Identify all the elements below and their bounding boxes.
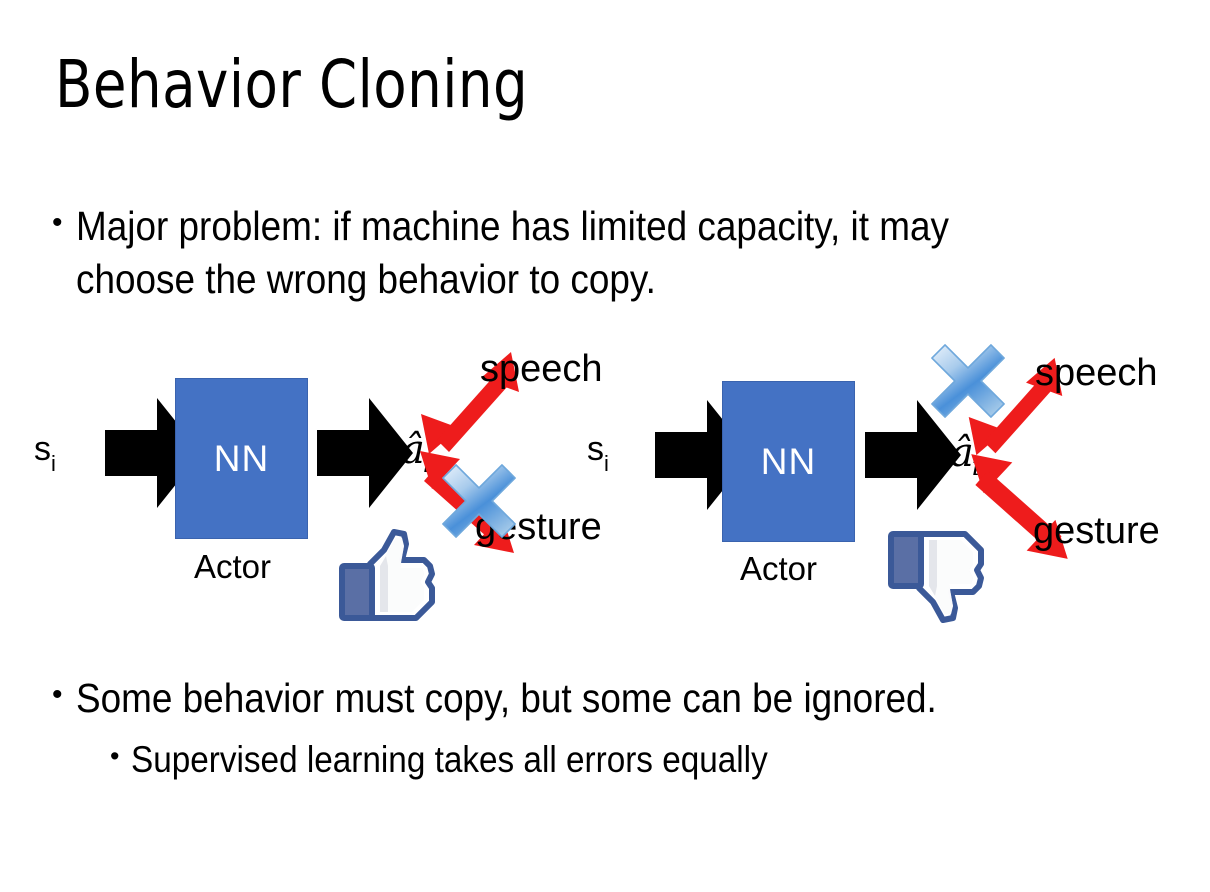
diagram-negative-case: si NN Actor â i speech <box>565 330 1185 640</box>
nn-box-right: NN <box>722 381 855 542</box>
input-state-subscript: i <box>604 450 609 476</box>
bullet-dot-icon: • <box>110 741 120 771</box>
thumbs-up-icon <box>339 529 435 621</box>
input-state-symbol: s <box>34 430 51 468</box>
nn-box-label: NN <box>213 438 270 479</box>
diagram-positive-case: si NN Actor âi speech <box>20 330 620 640</box>
input-state-symbol: s <box>587 430 604 468</box>
bullet-major-problem: • Major problem: if machine has limited … <box>52 200 1142 306</box>
branch-label-gesture-right: gesture <box>1033 510 1160 552</box>
thumbs-down-icon <box>888 531 984 623</box>
bullet-dot-icon: • <box>52 206 63 239</box>
branch-arrow-gesture-right <box>971 454 1068 559</box>
bullet-some-behavior: • Some behavior must copy, but some can … <box>52 672 1162 725</box>
bullet-some-behavior-text: Some behavior must copy, but some can be… <box>75 675 937 721</box>
bullet-major-problem-text: Major problem: if machine has limited ca… <box>75 203 949 302</box>
branch-arrow-speech-left <box>421 352 519 454</box>
cross-out-icon-speech-right <box>931 344 1005 418</box>
branch-label-speech-right: speech <box>1035 352 1158 394</box>
nn-box-left: NN <box>175 378 308 539</box>
cross-out-icon-gesture-left <box>442 464 516 538</box>
page-title: Behavior Cloning <box>55 46 529 123</box>
output-block-arrow-left <box>317 398 413 508</box>
input-state-subscript: i <box>51 450 56 476</box>
bullet-dot-icon: • <box>52 678 63 711</box>
bullet-supervised-learning: • Supervised learning takes all errors e… <box>110 735 1160 785</box>
branch-label-speech-left: speech <box>480 348 603 390</box>
actor-caption-right: Actor <box>740 550 818 587</box>
output-action-symbol: â <box>401 427 425 473</box>
actor-caption-left: Actor <box>194 548 272 585</box>
output-block-arrow-right <box>865 400 961 510</box>
nn-box-label: NN <box>760 441 817 482</box>
input-state-label-left: si <box>34 430 56 476</box>
input-state-label-right: si <box>587 430 609 476</box>
branch-arrow-speech-right <box>968 357 1063 456</box>
output-action-symbol: â <box>950 430 974 476</box>
bullet-supervised-learning-text: Supervised learning takes all errors equ… <box>131 739 769 780</box>
